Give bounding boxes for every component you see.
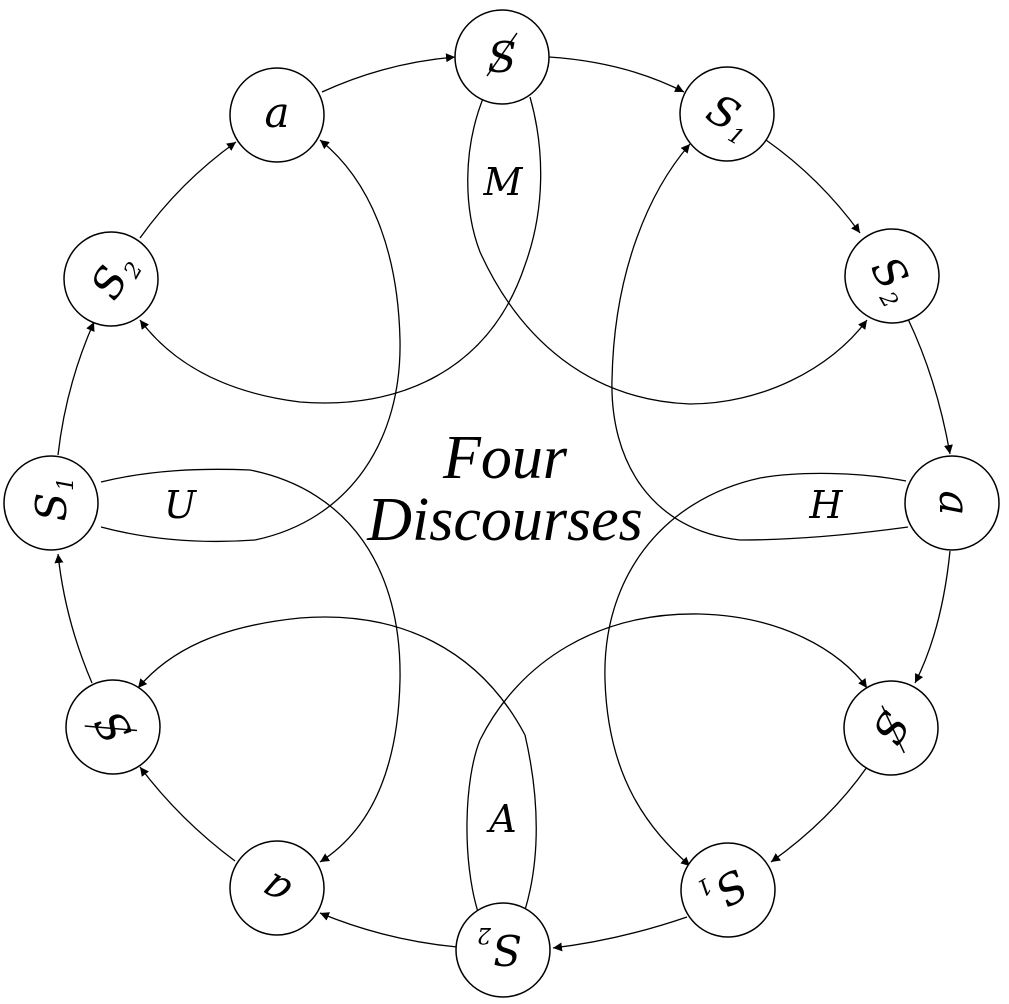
node-n0: S — [454, 9, 550, 105]
edge-n9-n10 — [57, 321, 95, 456]
node-n5: S 1 — [680, 842, 776, 938]
arc-analyst-right — [524, 734, 537, 911]
edge-n0-n1 — [548, 56, 685, 93]
label-university: U — [164, 483, 198, 527]
arc-analyst-to-barred-s-left — [137, 616, 526, 736]
edge-n1-n2 — [765, 139, 861, 234]
node-n2: S 2 — [844, 228, 940, 324]
arc-master-right — [524, 96, 542, 266]
title-line-2: Discourses — [366, 486, 643, 554]
edge-n10-n11 — [139, 141, 237, 239]
node-n9: S 1 — [3, 455, 99, 551]
arc-hysteric-to-s1-bottom — [604, 477, 761, 867]
arc-analyst-left — [466, 739, 481, 913]
edge-n2-n3 — [907, 318, 953, 455]
node-label: S — [27, 493, 76, 522]
node-subscript: 1 — [54, 477, 79, 491]
edge-n3-n4 — [914, 550, 951, 684]
node-n11: a — [229, 67, 325, 163]
arc-master-to-s2-right — [479, 251, 868, 405]
nodes: S S 1 S 2 a S S 1 S 2 — [3, 9, 1000, 998]
outer-ring-edges — [54, 53, 953, 952]
node-label: a — [930, 490, 979, 515]
arc-university-bottom — [100, 526, 256, 543]
arc-hysteric-top — [759, 472, 907, 482]
arc-university-to-a-top — [254, 139, 401, 541]
node-subscript: 2 — [477, 922, 492, 947]
edge-n8-n9 — [54, 553, 93, 684]
label-master: M — [483, 160, 524, 204]
node-n7: a — [229, 840, 325, 936]
node-label: S — [493, 925, 522, 974]
edge-n6-n7 — [319, 912, 458, 948]
edge-n4-n5 — [770, 766, 868, 863]
arc-master-to-s2-left — [139, 264, 526, 404]
edge-n5-n6 — [552, 916, 688, 952]
node-n10: S 2 — [63, 231, 159, 327]
arc-hysteric-to-s1-top — [611, 143, 741, 541]
edge-n7-n8 — [139, 766, 236, 862]
arc-master-left — [467, 95, 485, 253]
node-n4: S — [843, 680, 939, 776]
arc-hysteric-bottom — [739, 526, 909, 541]
inner-arcs — [100, 95, 909, 913]
arc-analyst-to-barred-s-right — [479, 613, 868, 741]
arc-university-top — [100, 468, 251, 483]
label-hysteric: H — [808, 483, 843, 527]
node-n3: a — [904, 455, 1000, 551]
node-n6: S 2 — [455, 902, 551, 998]
node-n8: S — [65, 679, 161, 775]
arc-university-to-a-bottom — [249, 469, 401, 863]
node-label: a — [264, 88, 289, 137]
label-analyst: A — [486, 797, 516, 841]
edge-n11-n0 — [321, 53, 456, 93]
node-n1: S 1 — [679, 66, 775, 162]
title-line-1: Four — [442, 424, 568, 492]
